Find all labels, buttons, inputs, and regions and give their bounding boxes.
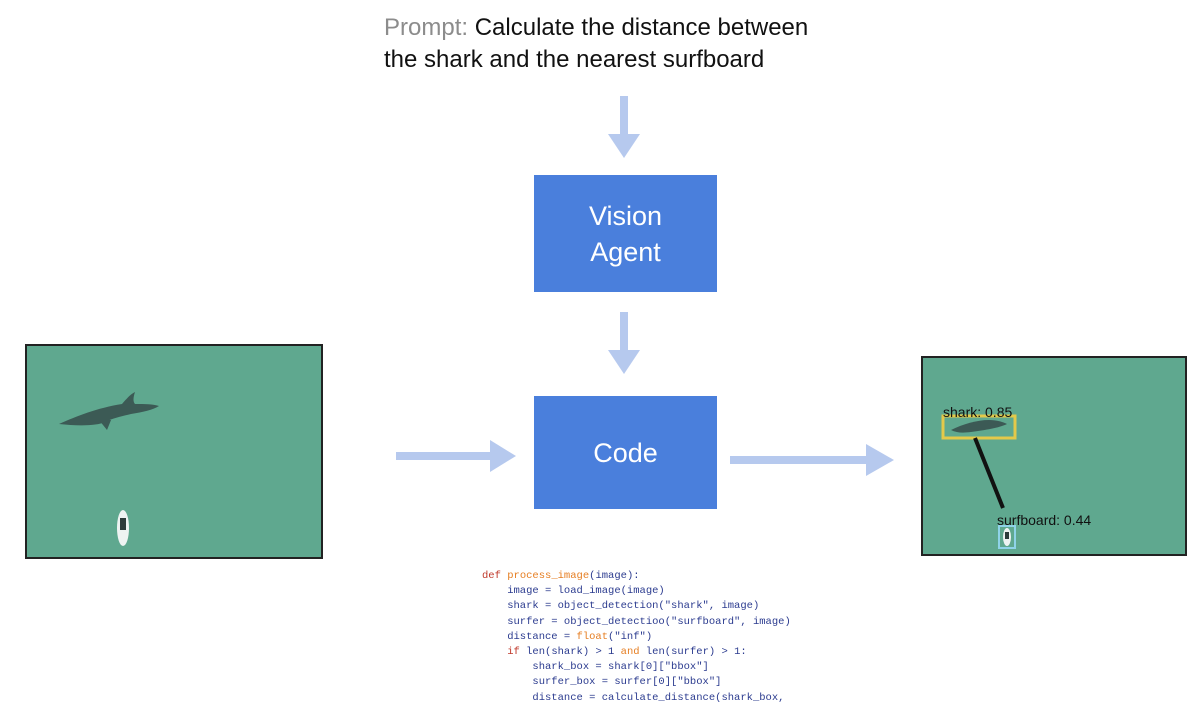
vision-agent-node: Vision Agent [534, 175, 717, 292]
code-line-6b: len(surfer) > 1: [639, 646, 747, 659]
code-line-3: shark = object_detection("shark", image) [482, 600, 760, 613]
code-keyword: def [482, 570, 501, 582]
code-line-9: distance = calculate_distance(shark_box, [482, 691, 785, 704]
arrow-down-icon [608, 312, 640, 374]
distance-line [973, 437, 1005, 509]
code-function-name: process_image [507, 570, 590, 582]
shark-icon [951, 420, 1007, 433]
code-float-call: float [576, 630, 609, 643]
arrow-down-icon [608, 96, 640, 158]
shark-detection-label: shark: 0.85 [943, 404, 1013, 420]
prompt-text: Prompt: Calculate the distance between t… [384, 12, 904, 76]
shark-bounding-box [941, 414, 1017, 440]
arrow-right-icon [396, 440, 516, 472]
code-and-keyword: and [620, 646, 640, 659]
code-line-7: shark_box = shark[0]["bbox"] [482, 661, 709, 674]
code-line-5b: ("inf") [608, 630, 653, 643]
prompt-text-line-1: Calculate the distance between [474, 14, 809, 41]
code-line-1-rest: (image): [589, 570, 640, 582]
code-snippet: def process_image(image): image = load_i… [482, 569, 791, 706]
vision-agent-label-line-1: Vision [588, 200, 663, 231]
code-node-label: Code [593, 437, 658, 468]
code-node: Code [534, 396, 717, 509]
vision-agent-label-line-2: Agent [590, 236, 661, 267]
arrow-right-icon [730, 444, 894, 476]
prompt-line-1: Prompt: Calculate the distance between [384, 12, 904, 44]
surfer-icon [1003, 528, 1011, 546]
code-line-6a: len(shark) > 1 [519, 646, 621, 659]
prompt-label: Prompt: [384, 14, 469, 41]
surfboard-bounding-box [998, 525, 1016, 549]
code-line-2: image = load_image(image) [482, 585, 665, 598]
code-line-5a: distance = [482, 630, 577, 643]
code-if-keyword: if [507, 646, 520, 659]
code-line-4: surfer = object_detectioo("surfboard", i… [482, 615, 791, 628]
surfboard-detection-label: surfboard: 0.44 [997, 512, 1092, 528]
output-image: shark: 0.85 surfboard: 0.44 [921, 356, 1187, 556]
code-line-8: surfer_box = surfer[0]["bbox"] [482, 676, 722, 689]
surfer-icon [117, 510, 129, 546]
input-image [25, 344, 323, 559]
shark-icon [59, 392, 159, 430]
prompt-text-line-2: the shark and the nearest surfboard [384, 46, 765, 73]
